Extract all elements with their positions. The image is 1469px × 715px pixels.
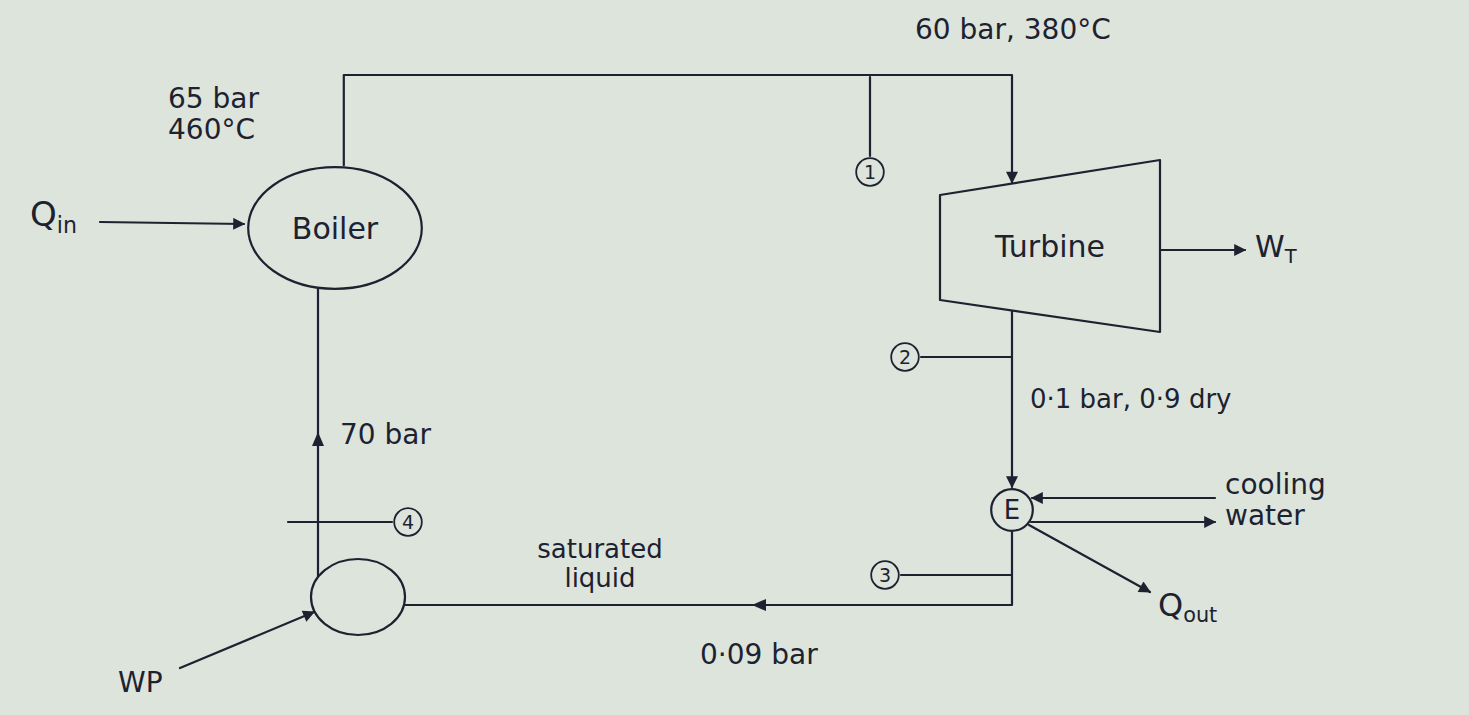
work-label: WT	[1255, 230, 1297, 267]
text-holder: 2	[890, 342, 920, 372]
condenser-circle: E	[990, 488, 1034, 532]
text-holder: E	[990, 488, 1034, 532]
state-label: 0·1 bar, 0·9 dry	[1030, 385, 1231, 414]
text-holder: 3	[870, 560, 900, 590]
leader-line	[921, 356, 1012, 358]
stream-label: cooling water	[1225, 470, 1375, 532]
circle-outline	[871, 561, 899, 589]
steam-line	[344, 75, 1012, 183]
heat-label: Qin	[30, 196, 77, 237]
pump-work-arrow	[180, 612, 314, 668]
circle-outline	[891, 343, 919, 371]
cooling-water-in	[1032, 497, 1215, 499]
circle-outline	[248, 167, 422, 289]
node-text: Boiler	[292, 212, 378, 245]
flow-arrow	[312, 432, 324, 446]
callout-number: 3	[870, 560, 900, 590]
cooling-water-out	[1031, 521, 1215, 523]
callout-number: 2	[890, 342, 920, 372]
leader-line	[901, 574, 1012, 576]
turbine-symbol: Turbine	[940, 160, 1160, 332]
circle-outline	[856, 158, 884, 186]
leader-line	[288, 521, 392, 523]
condensate-line	[404, 532, 1012, 605]
work-label: WP	[118, 668, 163, 699]
callout-number: 1	[855, 157, 885, 187]
state-label: saturated liquid	[520, 535, 680, 592]
leader-line	[869, 77, 871, 156]
heat-out-arrow	[1029, 525, 1150, 592]
node-text: Turbine	[995, 230, 1105, 263]
node-text: E	[1004, 496, 1020, 525]
heat-in-arrow	[100, 222, 244, 224]
state-label: 65 bar 460°C	[168, 84, 272, 146]
callout-text: 1	[864, 162, 876, 183]
flow-arrow	[752, 599, 766, 611]
state-label: 0·09 bar	[700, 640, 818, 671]
text-holder: Boiler	[247, 166, 423, 290]
state-label: 70 bar	[340, 420, 431, 451]
pump-symbol	[311, 559, 405, 635]
circle-outline	[394, 508, 422, 536]
text-holder: Turbine	[940, 160, 1160, 332]
text-holder: 1	[855, 157, 885, 187]
text-holder: 4	[393, 507, 423, 537]
state-label: 60 bar, 380°C	[915, 15, 1111, 46]
callout-number: 4	[393, 507, 423, 537]
steam-line	[1011, 311, 1013, 487]
circle-outline	[991, 489, 1033, 531]
turbine-outline	[940, 160, 1160, 332]
callout-text: 4	[402, 512, 414, 533]
work-out-arrow	[1161, 249, 1245, 251]
boiler-circle: Boiler	[247, 166, 423, 290]
callout-text: 3	[879, 565, 891, 586]
callout-text: 2	[899, 347, 911, 368]
heat-label: Qout	[1158, 588, 1217, 627]
